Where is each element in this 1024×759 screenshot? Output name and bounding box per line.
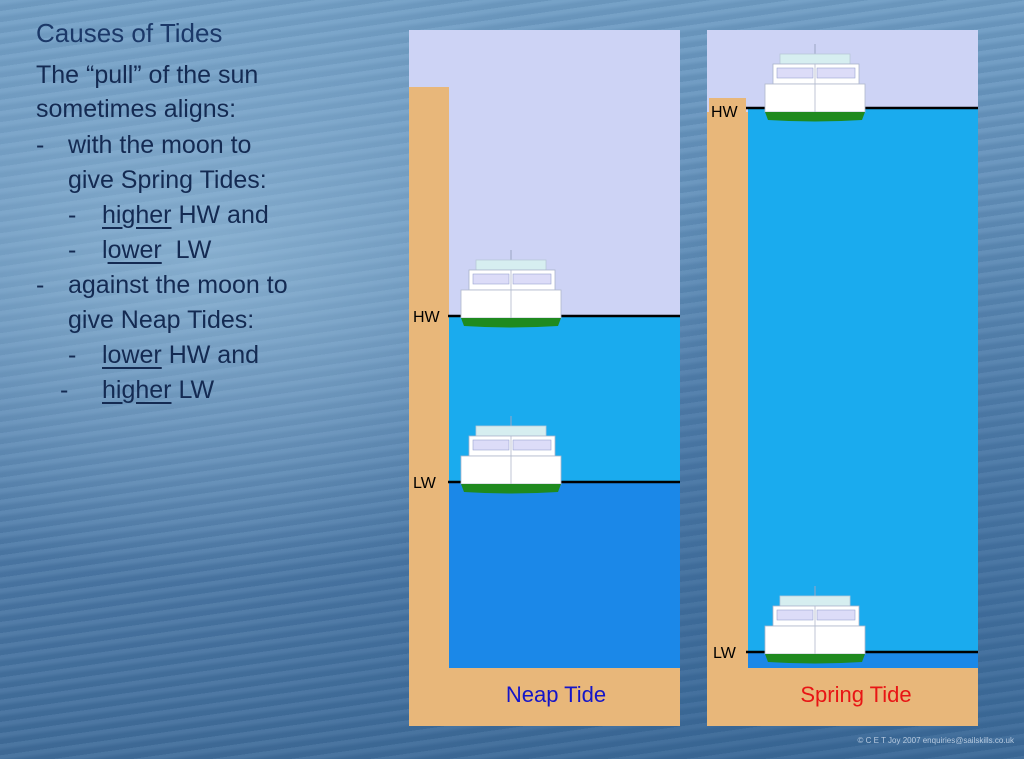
text-fragment: l	[102, 236, 108, 264]
label-bg	[411, 471, 447, 493]
neap-caption: Neap Tide	[506, 682, 606, 707]
label-bg	[411, 305, 447, 327]
text-line-7: against the moon to	[68, 271, 288, 299]
text-line-10: higher LW	[102, 375, 214, 405]
text-line-1: The “pull” of the sun	[36, 61, 259, 89]
text-line-8: give Neap Tides:	[68, 306, 255, 334]
text-fragment: LW	[161, 236, 212, 264]
text-fragment: LW	[171, 376, 215, 404]
spring-tidal-range	[748, 108, 978, 652]
spring-caption: Spring Tide	[800, 682, 911, 707]
bullet-dash: -	[68, 201, 77, 229]
neap-hw-boat-icon	[460, 249, 562, 328]
spring-tide-panel: HW LW Spring Tide	[707, 30, 978, 726]
text-line-9: lower HW and	[102, 340, 259, 370]
spring-lw-label: LW	[713, 645, 737, 662]
text-fragment: HW and	[161, 341, 260, 369]
spring-seabed	[707, 668, 978, 726]
underlined-word: higher	[102, 201, 172, 229]
neap-tide-panel: HW LW Neap Tide	[409, 30, 680, 726]
neap-lw-boat-icon	[460, 415, 562, 494]
bullet-dash: -	[68, 341, 77, 369]
text-line-4: give Spring Tides:	[68, 166, 267, 194]
underlined-word: ower	[107, 236, 162, 264]
slide-title: Causes of Tides	[36, 18, 223, 48]
text-line-2: sometimes aligns:	[36, 95, 237, 123]
neap-harbour-wall	[409, 87, 449, 726]
spring-hw-boat-icon	[764, 43, 866, 122]
spring-hw-label: HW	[711, 104, 739, 121]
spring-harbour-wall	[707, 112, 748, 726]
neap-seabed	[409, 668, 680, 726]
text-line-5: higher HW and	[102, 200, 269, 230]
text-fragment: HW and	[171, 201, 269, 229]
neap-low-water	[449, 482, 680, 668]
text-line-6: lower LW	[102, 235, 211, 265]
spring-lw-boat-icon	[764, 585, 866, 664]
underlined-word: lower	[102, 341, 162, 369]
neap-hw-label: HW	[413, 309, 441, 326]
bullet-dash: -	[36, 131, 45, 159]
bullet-dash: -	[60, 376, 69, 404]
bullet-dash: -	[36, 271, 45, 299]
label-bg	[709, 98, 746, 120]
text-line-3: with the moon to	[68, 131, 252, 159]
bullet-dash: -	[68, 236, 77, 264]
copyright-notice: © C E T Joy 2007 enquiries@sailskills.co…	[857, 736, 1014, 745]
underlined-word: higher	[102, 376, 172, 404]
bullet-text: Causes of Tides The “pull” of the sun so…	[0, 0, 400, 420]
neap-lw-label: LW	[413, 475, 437, 492]
label-bg	[709, 641, 746, 663]
